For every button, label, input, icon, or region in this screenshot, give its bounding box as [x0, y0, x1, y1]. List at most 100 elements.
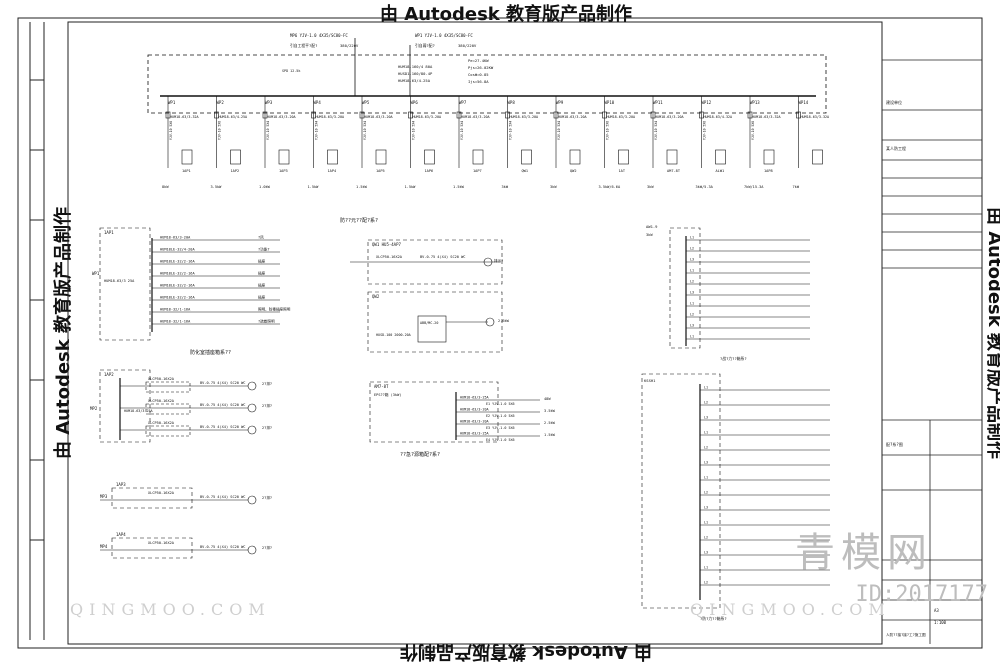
- panel_mp3-box: [111, 487, 193, 509]
- panel_mp3-out: 2?排?: [262, 495, 272, 500]
- panel-1ap1-breaker-6: HUM18-32/1-16A: [160, 308, 191, 312]
- circuit-breaker-WP2: HUM18-63/4-25A: [219, 115, 248, 119]
- circuit-cable-WP1: YJV-10 5X6: [169, 121, 173, 140]
- panel-WP7: [472, 149, 484, 165]
- circuit-dest-WP2: 1AP2: [231, 169, 240, 173]
- circuit-id-WP10: WP10: [605, 100, 615, 105]
- circuit-id-WP6: WP6: [411, 100, 419, 105]
- panel-mp2-tag: 1AP2: [104, 372, 114, 377]
- panel-1ap1-tag: 1AP1: [104, 230, 114, 235]
- breaker-WP5: [359, 111, 365, 119]
- mdb-dashed-box: [147, 54, 827, 114]
- circuit-load-WP10: 3.5kW/6.6A: [599, 185, 621, 189]
- panel-mp2-cable-2: BV-0.75 4(X4) SC20 WC: [200, 425, 245, 429]
- circuit-cable-WP2: YJV-10 5X6: [218, 121, 222, 140]
- panel-mp2-breaker-1: XLCP50-16X2A: [148, 399, 175, 403]
- circuit-id-WP12: WP12: [702, 100, 712, 105]
- panel-right1-phase-4: L2: [690, 280, 694, 284]
- breaker-WP10: [602, 111, 607, 119]
- circuit-load-WP1: 8kW: [162, 185, 169, 189]
- panel-right1-box: [669, 227, 701, 349]
- edu-banner-top: 由 Autodesk 教育版产品制作: [380, 4, 633, 25]
- panel-right2-phase-3: L1: [704, 431, 708, 435]
- main-iso: HUSD1-160/80-4P: [398, 71, 433, 76]
- panel_mp3-breaker: XLCP50-16X2A: [148, 491, 175, 495]
- panel-eps-load-0: 48W: [544, 397, 551, 401]
- panel-water-qw1: QW1 HU5-4AP7: [372, 242, 401, 247]
- watermark-site-2: QINGMOO.COM: [690, 600, 891, 619]
- breaker-WP4: [311, 111, 316, 119]
- circuit-breaker-WP3: HUM18-63/3-20A: [267, 115, 296, 119]
- panel_mp3-fan: [247, 495, 257, 505]
- panel_mp4-cable: BV-0.75 4(X4) SC20 WC: [200, 545, 245, 549]
- panel-eps-breaker-1: HUM18-63/3-20A: [460, 408, 489, 412]
- panel-1ap1-desc-2: 插座: [258, 259, 266, 264]
- panel-eps-caption: ??急?源箱配?系?: [400, 451, 440, 458]
- panel-water-qw1-box: [367, 239, 503, 285]
- circuit-dest-WP6: 1AP6: [425, 169, 434, 173]
- circuit-breaker-WP7: HUM18-63/3-20A: [461, 115, 490, 119]
- panel-mp2-out-0: 2?排?: [262, 381, 272, 386]
- circuit-breaker-WP14: HUM18-63/3-32A: [801, 115, 830, 119]
- panel-right2-phase-6: L1: [704, 476, 708, 480]
- circuit-dest-WP7: 1AP7: [473, 169, 482, 173]
- panel-1ap1-desc-3: 插座: [258, 271, 266, 276]
- load-calc-3: Ijs=56.8A: [468, 79, 489, 84]
- panel-WP14: [812, 149, 823, 165]
- panel-1ap1-breaker-1: HUM18LE-32/4-20A: [160, 248, 195, 252]
- circuit-dest-WP9: QW2: [570, 169, 577, 173]
- panel_mp3-tag: 1AP3: [116, 482, 126, 487]
- panel-WP11: [666, 149, 678, 165]
- panel-1ap1-desc-7: ?疏散照明: [258, 319, 275, 324]
- circuit-id-WP2: WP2: [217, 100, 225, 105]
- circuit-breaker-WP4: HUM18-63/3-20A: [316, 115, 345, 119]
- circuit-dest-WP3: 1AP3: [279, 169, 288, 173]
- panel-mp2-breaker-0: XLCP50-16X2A: [148, 377, 175, 381]
- fan-motor-0: [247, 381, 257, 391]
- panel-right1-phase-9: L1: [690, 335, 694, 339]
- breaker-WP2: [214, 111, 219, 119]
- spd-breaker: HUM18-63/4-25A: [398, 78, 431, 83]
- panel-mp2-ctrl-0: [145, 381, 191, 393]
- main-distribution-board: [147, 38, 827, 114]
- panel-right2-phase-10: L2: [704, 536, 708, 540]
- panel-mp2-box: [99, 369, 151, 443]
- circuit-cable-WP5: YJV-10 5X4: [363, 121, 367, 140]
- tb-owner: 建设单位: [886, 99, 902, 105]
- panel-right1-note: 3kW: [646, 233, 653, 237]
- circuit-dest-WP10: 1AT: [619, 169, 626, 173]
- panel-right1-phase-7: L2: [690, 313, 694, 317]
- breaker-WP1: [165, 111, 171, 119]
- circuit-load-WP2: 3.5kW: [211, 185, 223, 189]
- load-calc-0: Pe=27.4KW: [468, 58, 489, 63]
- circuit-dest-WP13: 1AP8: [764, 169, 773, 173]
- circuit-dest-WP11: AM7-8T: [667, 169, 681, 173]
- panel-mp2-out-1: 2?排?: [262, 403, 272, 408]
- panel-WP6: [424, 149, 435, 165]
- panel-1ap1-box: [99, 227, 151, 341]
- circuit-breaker-WP1: HUM18-63/3-32A: [170, 115, 199, 119]
- watermark-id: ID:2017177: [855, 582, 988, 607]
- circuit-dest-WP5: 1AP5: [376, 169, 385, 173]
- circuit-breaker-WP13: HUM18-63/3-32A: [752, 115, 781, 119]
- watermark-site-1: QINGMOO.COM: [70, 600, 271, 619]
- tb-sheet: A3: [934, 608, 939, 613]
- panel-right2-phase-4: L2: [704, 446, 708, 450]
- panel-WP12: [715, 149, 726, 165]
- breaker-WP14: [796, 111, 801, 119]
- panel-right2-phase-11: L3: [704, 551, 708, 555]
- circuit-id-WP1: WP1: [168, 100, 176, 105]
- circuit-cable-WP10: YJV-10 5X6: [606, 121, 610, 140]
- breaker-WP6: [408, 111, 413, 119]
- panel-WP1: [181, 149, 193, 165]
- title-block: [881, 22, 982, 644]
- panel-right1-phase-1: L2: [690, 247, 694, 251]
- spd-note: SPD 12.5k: [282, 69, 300, 73]
- mp-rating: 380/220V: [340, 43, 359, 48]
- breaker-WP3: [262, 111, 268, 119]
- circuit-breaker-WP10: HUM18-63/3-20A: [607, 115, 636, 119]
- circuit-load-WP6: 1.5kW: [405, 185, 417, 189]
- circuit-id-WP9: WP9: [556, 100, 564, 105]
- panel-eps-tag: AM7-8T: [374, 384, 389, 389]
